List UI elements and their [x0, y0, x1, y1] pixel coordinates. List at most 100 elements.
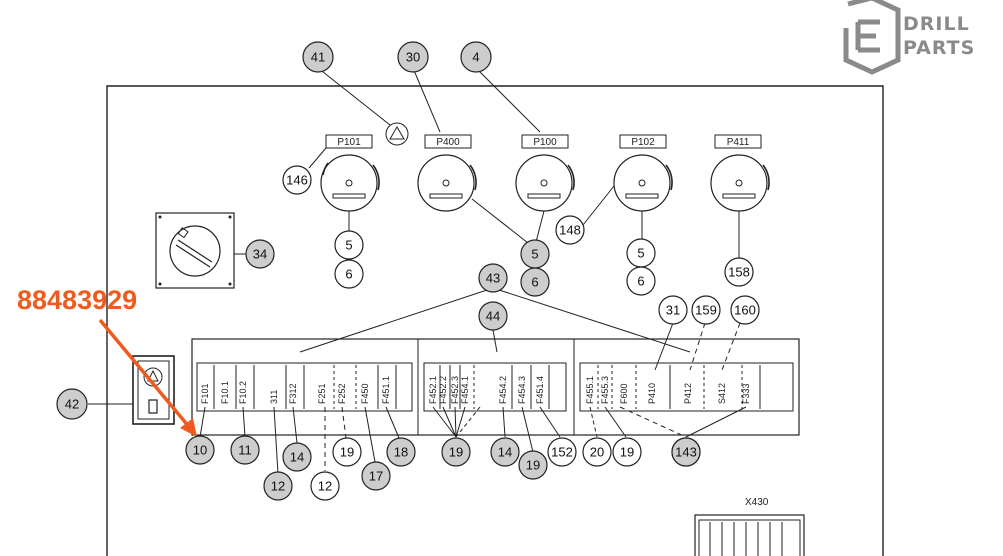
connector-x430 — [694, 514, 805, 556]
callout-bubble: 12 — [310, 471, 340, 501]
callout-bubble: 10 — [185, 435, 215, 465]
callout-number: 43 — [486, 271, 500, 286]
callout-bubble: 19 — [441, 437, 471, 467]
callout-bubble: 19 — [518, 450, 548, 480]
callout-number: 19 — [340, 445, 354, 460]
component-label: F455.3 — [600, 376, 610, 404]
component-label: F252 — [337, 383, 347, 404]
callout-number: 11 — [238, 443, 252, 458]
component-label: F10.1 — [220, 381, 230, 404]
callout-bubble: 19 — [332, 437, 362, 467]
callout-circle — [626, 266, 656, 296]
main-switch — [155, 212, 235, 289]
callout-number: 143 — [675, 445, 697, 460]
callout-bubble: 148 — [555, 215, 585, 245]
callout-number: 158 — [728, 265, 750, 280]
gauge-label: P400 — [436, 137, 460, 148]
callout-circle — [263, 471, 293, 501]
callout-bubble: 146 — [282, 165, 312, 195]
callout-bubble: 12 — [263, 471, 293, 501]
callout-bubble: 19 — [612, 437, 642, 467]
component-label: F452.3 — [450, 376, 460, 404]
callout-circle — [730, 295, 760, 325]
callout-circle — [230, 435, 260, 465]
callout-bubble: 14 — [282, 442, 312, 472]
component-label: S412 — [717, 383, 727, 404]
module-dividers — [213, 365, 761, 409]
callout-bubble: 152 — [547, 437, 577, 467]
callout-circle — [547, 437, 577, 467]
callout-circle — [520, 267, 550, 297]
callout-number: 148 — [559, 223, 581, 238]
callout-circle — [658, 295, 688, 325]
component-label: F10.2 — [238, 381, 248, 404]
callout-circle — [460, 41, 492, 73]
callout-number: 12 — [271, 479, 285, 494]
callout-number: 17 — [369, 469, 383, 484]
callout-circle — [334, 259, 364, 289]
callout-number: 42 — [65, 397, 79, 412]
gauge-label: P101 — [337, 137, 361, 148]
callout-bubble: 5 — [520, 239, 550, 269]
component-labels: F101 F10.1 F10.2 311 F312 F251 F252 F450 F451.1 F… — [200, 376, 751, 404]
callout-circle — [582, 437, 612, 467]
gauge-p101: P101 — [320, 134, 380, 212]
component-label: F455.1 — [585, 376, 595, 404]
callout-number: 6 — [637, 274, 644, 289]
callout-circle — [282, 165, 312, 195]
callout-number: 146 — [286, 173, 308, 188]
panel-frame — [106, 85, 884, 556]
callout-number: 5 — [345, 238, 352, 253]
callout-bubble: 41 — [302, 41, 334, 73]
callout-number: 14 — [498, 445, 512, 460]
callout-circle — [245, 239, 275, 269]
callout-circle — [185, 435, 215, 465]
component-label: F454.2 — [498, 376, 508, 404]
callout-circle — [302, 41, 334, 73]
callout-bubble: 43 — [478, 263, 508, 293]
callout-circle — [282, 442, 312, 472]
callout-number: 4 — [472, 50, 479, 65]
callout-bubble: 30 — [397, 41, 429, 73]
component-label: F312 — [288, 383, 298, 404]
warning-triangle-icon — [385, 122, 409, 146]
callout-bubble: 6 — [520, 267, 550, 297]
callout-number: 12 — [318, 479, 332, 494]
callout-number: 5 — [531, 247, 538, 262]
callout-bubble: 20 — [582, 437, 612, 467]
component-label: F451.1 — [381, 376, 391, 404]
callout-number: 159 — [695, 303, 717, 318]
callout-circle — [691, 295, 721, 325]
drill-parts-logo: DRILL PARTS — [843, 0, 974, 75]
callout-bubble: 17 — [361, 461, 391, 491]
callout-number: 18 — [394, 445, 408, 460]
callout-bubble: 14 — [490, 437, 520, 467]
callout-bubble: 11 — [230, 435, 260, 465]
part-arrow-head — [180, 418, 197, 437]
callout-circle — [334, 230, 364, 260]
callout-number: 19 — [526, 458, 540, 473]
callout-circle — [671, 437, 701, 467]
callout-number: 10 — [193, 443, 207, 458]
breaker-panel — [191, 338, 800, 436]
component-label: F101 — [200, 383, 210, 404]
callout-number: 31 — [666, 303, 680, 318]
callout-bubble: 4 — [460, 41, 492, 73]
callout-circle — [518, 450, 548, 480]
component-label: F251 — [317, 383, 327, 404]
callout-circle — [310, 471, 340, 501]
component-label: F450 — [360, 383, 370, 404]
callout-bubble: 5 — [626, 238, 656, 268]
callout-circle — [386, 437, 416, 467]
component-label: F452.1 — [428, 376, 438, 404]
callout-circle — [490, 437, 520, 467]
callout-number: 41 — [311, 50, 325, 65]
callout-circle — [724, 257, 754, 287]
component-label: P410 — [647, 383, 657, 404]
callout-bubble: 159 — [691, 295, 721, 325]
part-number: 88483929 — [17, 285, 137, 315]
component-label: 311 — [269, 390, 279, 404]
callout-number: 34 — [253, 247, 267, 262]
callout-circle — [441, 437, 471, 467]
callout-circle — [397, 41, 429, 73]
